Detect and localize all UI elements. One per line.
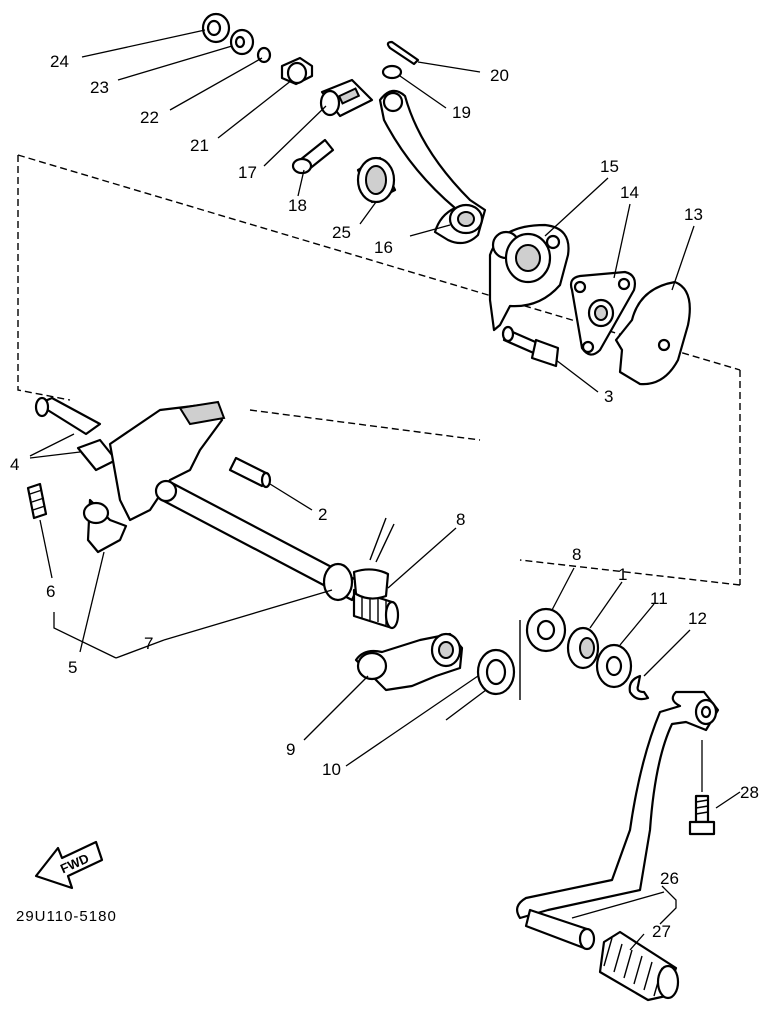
callout-labels: 24 23 22 21 17 18 25 16 20 19 15 14 13 3…: [10, 52, 759, 941]
part-10-torsion-spring: [445, 620, 521, 721]
part-26-shift-pedal: [515, 690, 720, 951]
part-25-spring: [356, 156, 397, 204]
part-28-bolt: [688, 794, 716, 836]
callout-10: 10: [322, 760, 341, 779]
part-21-bolt: [280, 56, 314, 86]
part-4-shift-forks: [34, 396, 226, 522]
callout-3: 3: [604, 387, 613, 406]
callout-8-lower: 8: [572, 545, 581, 564]
callout-25: 25: [332, 223, 351, 242]
part-8-clip-upper: [352, 517, 395, 600]
part-27-pedal-rubber: [598, 930, 680, 1002]
part-12-circlip: [628, 674, 650, 701]
part-7-shift-shaft: [154, 479, 400, 630]
callout-24: 24: [50, 52, 69, 71]
callout-5: 5: [68, 658, 77, 677]
callout-20: 20: [490, 66, 509, 85]
fwd-arrow-icon: [34, 840, 104, 890]
callout-28: 28: [740, 783, 759, 802]
callout-2: 2: [318, 505, 327, 524]
part-1-oil-seal: [566, 626, 600, 670]
callout-15: 15: [600, 157, 619, 176]
callout-17: 17: [238, 163, 257, 182]
part-11-washer: [595, 643, 633, 689]
part-15-cover-plate: [488, 223, 570, 332]
part-19-washer: [381, 64, 403, 80]
part-8-washer-lower: [525, 607, 567, 653]
part-17-joint: [319, 78, 374, 118]
leader-lines: [29, 29, 741, 951]
callout-19: 19: [452, 103, 471, 122]
part-20-cotter-pin: [386, 40, 420, 66]
callout-12: 12: [688, 609, 707, 628]
part-13-shift-segment: [614, 280, 691, 386]
part-16-shift-arm: [378, 89, 487, 245]
drawing-code: 29U110-5180: [16, 908, 117, 925]
part-2-pin: [228, 456, 272, 489]
part-14-stopper-plate: [569, 270, 637, 356]
callout-8-upper: 8: [456, 510, 465, 529]
callout-23: 23: [90, 78, 109, 97]
part-9-shift-lever: [354, 632, 464, 692]
part-23-washer: [229, 28, 255, 56]
callout-22: 22: [140, 108, 159, 127]
part-18-pin: [291, 138, 335, 175]
callout-27: 27: [652, 922, 671, 941]
part-6-spring: [26, 482, 48, 520]
callout-1: 1: [618, 565, 627, 584]
callout-4: 4: [10, 455, 19, 474]
part-3-bolt: [501, 325, 560, 368]
callout-9: 9: [286, 740, 295, 759]
callout-13: 13: [684, 205, 703, 224]
callout-26: 26: [660, 869, 679, 888]
callout-16: 16: [374, 238, 393, 257]
callout-11: 11: [650, 589, 668, 608]
callout-7: 7: [144, 634, 153, 653]
callout-14: 14: [620, 183, 639, 202]
callout-18: 18: [288, 196, 307, 215]
callout-6: 6: [46, 582, 55, 601]
part-5-shift-fork-lever: [82, 498, 128, 554]
callout-21: 21: [190, 136, 209, 155]
part-24-nut: [201, 12, 231, 44]
